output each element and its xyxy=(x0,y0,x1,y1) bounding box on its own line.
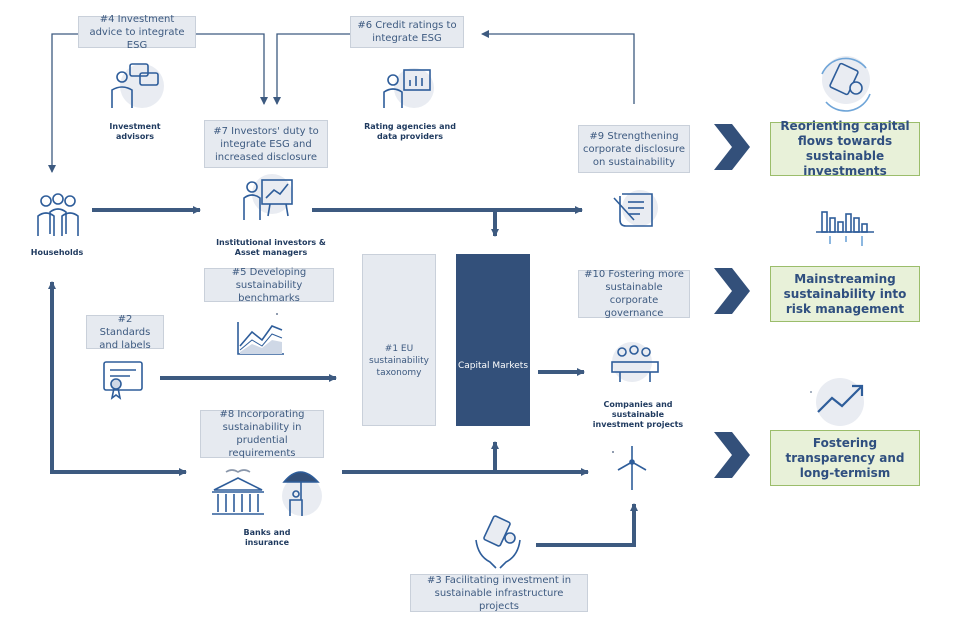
benchmark-chart-icon xyxy=(237,313,284,355)
companies-label: Companies and sustainable investment pro… xyxy=(592,400,684,429)
connector-ratings-to-investors xyxy=(273,33,350,105)
outcome-risk-management: Mainstreaming sustainability into risk m… xyxy=(770,266,920,322)
umbrella-person-icon xyxy=(282,471,322,516)
chevron-right-icon xyxy=(714,124,750,170)
certificate-icon xyxy=(103,361,143,400)
trend-arrow-icon xyxy=(810,384,864,413)
meeting-icon xyxy=(611,345,659,382)
outcome-transparency: Fostering transparency and long-termism xyxy=(770,430,920,486)
investor-presentation-icon xyxy=(243,179,293,220)
action-2-box: #2 Standards and labels xyxy=(86,314,164,351)
bank-icon xyxy=(212,469,264,515)
action-5-box: #5 Developing sustainability benchmarks xyxy=(204,267,334,304)
outcome-capital-flows: Reorienting capital flows towards sustai… xyxy=(770,119,920,178)
hands-euro-icon xyxy=(475,515,521,569)
advisor-icon xyxy=(111,63,159,108)
thick-connectors xyxy=(48,206,638,547)
action-4-box: #4 Investment advice to integrate ESG xyxy=(78,14,196,51)
chevron-right-icon xyxy=(714,268,750,314)
thin-connectors xyxy=(48,30,635,173)
taxonomy-box xyxy=(362,254,436,426)
capital-markets-box xyxy=(456,254,530,426)
action-7-box: #7 Investors' duty to integrate ESG and … xyxy=(204,120,328,168)
wind-turbine-icon xyxy=(612,446,647,490)
connector-advice-to-households xyxy=(48,33,78,173)
banks-insurance-label: Banks and insurance xyxy=(243,528,291,547)
rating-agencies-label: Rating agencies and data providers xyxy=(364,122,456,141)
households-label: Households xyxy=(30,248,84,257)
document-sign-icon xyxy=(613,193,653,227)
capital-markets-label: Capital Markets xyxy=(457,361,529,371)
action-8-box: #8 Incorporating sustainability in prude… xyxy=(200,409,324,459)
action-10-box: #10 Fostering more sustainable corporate… xyxy=(578,269,690,319)
action-9-box: #9 Strengthening corporate disclosure on… xyxy=(578,125,690,173)
action-3-box: #3 Facilitating investment in sustainabl… xyxy=(410,574,588,612)
households-icon xyxy=(37,193,79,236)
outcome-chevrons xyxy=(714,124,750,478)
chevron-right-icon xyxy=(714,432,750,478)
flow-banks-to-households xyxy=(48,281,170,474)
euro-coins-cycle-icon xyxy=(821,57,871,112)
investment-advisors-label: Investment advisors xyxy=(109,122,161,141)
rating-agency-icon xyxy=(383,69,431,108)
action-6-box: #6 Credit ratings to integrate ESG xyxy=(350,16,464,48)
connector-disclosure-to-ratings xyxy=(481,30,635,104)
flow-infrastructure-to-projects xyxy=(536,503,638,547)
connector-advice-to-investors-a xyxy=(195,33,268,105)
taxonomy-label: #1 EU sustainability taxonomy xyxy=(369,344,429,378)
bar-chart-icon xyxy=(816,211,874,246)
institutional-investors-label: Institutional investors & Asset managers xyxy=(216,238,326,257)
